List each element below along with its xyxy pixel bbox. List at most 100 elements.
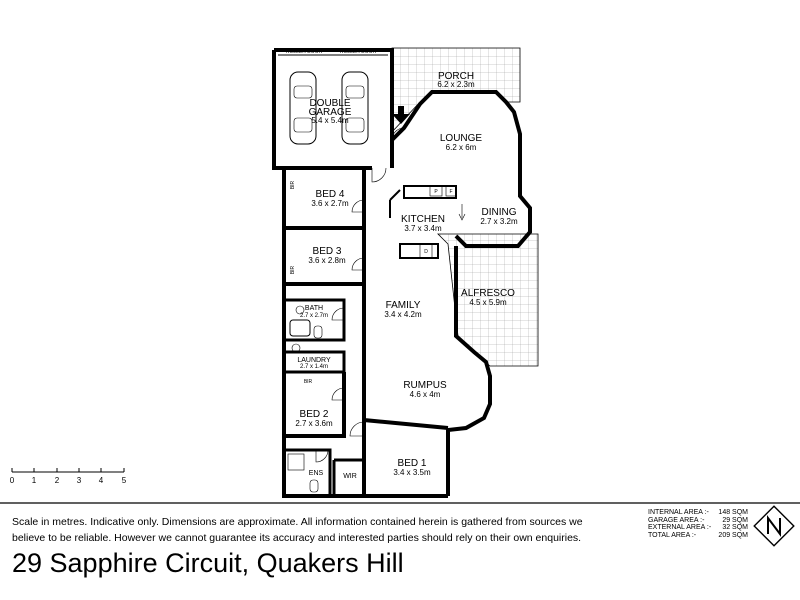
ens-walls	[284, 448, 332, 496]
scale-tick-label: 0	[9, 476, 15, 485]
car-2-windscreen	[345, 85, 365, 99]
room-name: BED 1	[398, 458, 427, 469]
bath-tub	[289, 319, 311, 337]
room-dim: 3.6 x 2.8m	[308, 256, 346, 265]
toilet-bath	[313, 325, 323, 339]
ens-shower	[287, 453, 305, 471]
outer-walls-west	[282, 168, 448, 498]
room-dining-label: DINING 2.7 x 3.2m	[480, 207, 518, 226]
area-value: 148 SQM	[718, 509, 748, 516]
room-dim: 5.4 x 5.4m	[311, 116, 349, 125]
area-label: INTERNAL AREA :-	[648, 509, 709, 516]
wir-label: WIR	[343, 473, 357, 480]
car-1-rear	[293, 117, 313, 133]
room-dim: 2.7 x 3.2m	[480, 217, 518, 226]
room-name: LOUNGE	[440, 133, 483, 144]
car-2-rear	[345, 117, 365, 133]
room-name: BED 3	[313, 246, 342, 257]
outer-walls-rumpus	[446, 246, 492, 496]
scale-tick-label: 1	[31, 476, 37, 485]
door-bed2	[331, 387, 345, 401]
area-row: TOTAL AREA :-209 SQM	[648, 532, 748, 540]
room-family-label: FAMILY 3.4 x 4.2m	[384, 300, 422, 319]
pantry-label: P	[434, 189, 438, 195]
room-dim: 4.6 x 4m	[410, 390, 441, 399]
door-bath	[331, 307, 345, 321]
room-name: DINING	[482, 207, 517, 218]
door-ens	[315, 449, 329, 463]
outer-walls-lounge	[390, 90, 532, 248]
room-name: BATH	[305, 305, 323, 312]
room-dim: 3.7 x 3.4m	[404, 224, 442, 233]
bir-label-bed3: BIR	[290, 265, 296, 274]
room-dim: 4.5 x 5.9m	[469, 298, 507, 307]
bir-label-bed4: BIR	[290, 180, 296, 189]
bed2-walls	[284, 372, 346, 438]
car-2	[341, 71, 369, 145]
door-bed1	[349, 421, 365, 437]
room-dim: 2.7 x 3.6m	[295, 419, 333, 428]
room-bed3-label: BED 3 3.6 x 2.8m	[308, 246, 346, 265]
roller-door-label-2: ROLLER DOOR	[340, 49, 377, 55]
room-dim: 6.2 x 6m	[446, 143, 477, 152]
area-label: EXTERNAL AREA :-	[648, 524, 712, 532]
area-summary: INTERNAL AREA :- 148 SQM GARAGE AREA :- 29…	[648, 509, 748, 539]
room-kitchen-label: KITCHEN 3.7 x 3.4m	[401, 214, 445, 233]
room-name: LAUNDRY	[297, 357, 331, 364]
pantry-box	[429, 185, 443, 197]
dishwasher-label: D	[424, 249, 428, 255]
room-bed2-label: BED 2 2.7 x 3.6m	[295, 409, 333, 428]
room-dim: 6.2 x 2.3m	[437, 80, 475, 89]
scale-tick-label: 4	[98, 476, 104, 485]
door-bed4	[351, 199, 365, 213]
room-bath-label: BATH 2.7 x 2.7m	[300, 305, 328, 319]
scale-bar	[11, 468, 125, 473]
room-name: BED 2	[300, 409, 329, 420]
logo-icon	[753, 505, 795, 547]
scale-tick-label: 2	[54, 476, 60, 485]
room-garage-label: DOUBLE GARAGE 5.4 x 5.4m	[309, 98, 352, 125]
fridge-label: F	[449, 189, 452, 195]
area-label: GARAGE AREA :-	[648, 516, 705, 524]
room-rumpus-label: RUMPUS 4.6 x 4m	[403, 380, 447, 399]
room-porch-label: PORCH 6.2 x 2.3m	[437, 71, 475, 89]
area-row: EXTERNAL AREA :-32 SQM	[648, 524, 748, 532]
room-alfresco-label: ALFRESCO 4.5 x 5.9m	[461, 288, 515, 307]
bir-label-bed2: BIR	[304, 379, 313, 385]
room-dim: 3.6 x 2.7m	[311, 199, 349, 208]
garage-walls	[272, 48, 394, 170]
car-1-windscreen	[293, 85, 313, 99]
entry-arrow-icon	[392, 106, 410, 124]
room-name: ALFRESCO	[461, 288, 515, 299]
room-dim: 3.4 x 4.2m	[384, 310, 422, 319]
ens-toilet	[309, 479, 319, 493]
scale-tick-label: 5	[121, 476, 127, 485]
area-label: TOTAL AREA :-	[648, 531, 697, 539]
room-name: DOUBLE	[309, 98, 350, 109]
laundry-tub	[291, 343, 301, 353]
area-row: GARAGE AREA :- 29 SQM	[648, 517, 748, 525]
room-dim: 3.4 x 3.5m	[393, 468, 431, 477]
ens-label: ENS	[309, 470, 324, 477]
room-name: PORCH	[438, 71, 474, 82]
door-lounge	[391, 127, 405, 141]
disclaimer: Scale in metres. Indicative only. Dimens…	[12, 514, 642, 546]
kitchen-island	[389, 189, 401, 218]
property-address: 29 Sapphire Circuit, Quakers Hill	[12, 548, 404, 578]
room-name: KITCHEN	[401, 214, 445, 225]
room-dim: 2.7 x 2.7m	[300, 313, 328, 319]
room-lounge-label: LOUNGE 6.2 x 6m	[440, 133, 483, 152]
bath-basin	[295, 305, 305, 315]
disclaimer-line-2: believe to be reliable. However we canno…	[12, 532, 582, 544]
area-value: 29 SQM	[722, 516, 748, 524]
room-bed1-label: BED 1 3.4 x 3.5m	[393, 458, 431, 477]
disclaimer-line-1: Scale in metres. Indicative only. Dimens…	[12, 516, 583, 528]
laundry-walls	[284, 350, 346, 374]
fridge-box	[445, 185, 457, 197]
room-name-line2: GARAGE	[309, 107, 352, 118]
area-row: INTERNAL AREA :- 148 SQM	[648, 509, 748, 517]
kitchen-entry-arrow-icon	[458, 204, 466, 221]
car-1	[289, 71, 317, 145]
door-bed3	[351, 257, 365, 271]
